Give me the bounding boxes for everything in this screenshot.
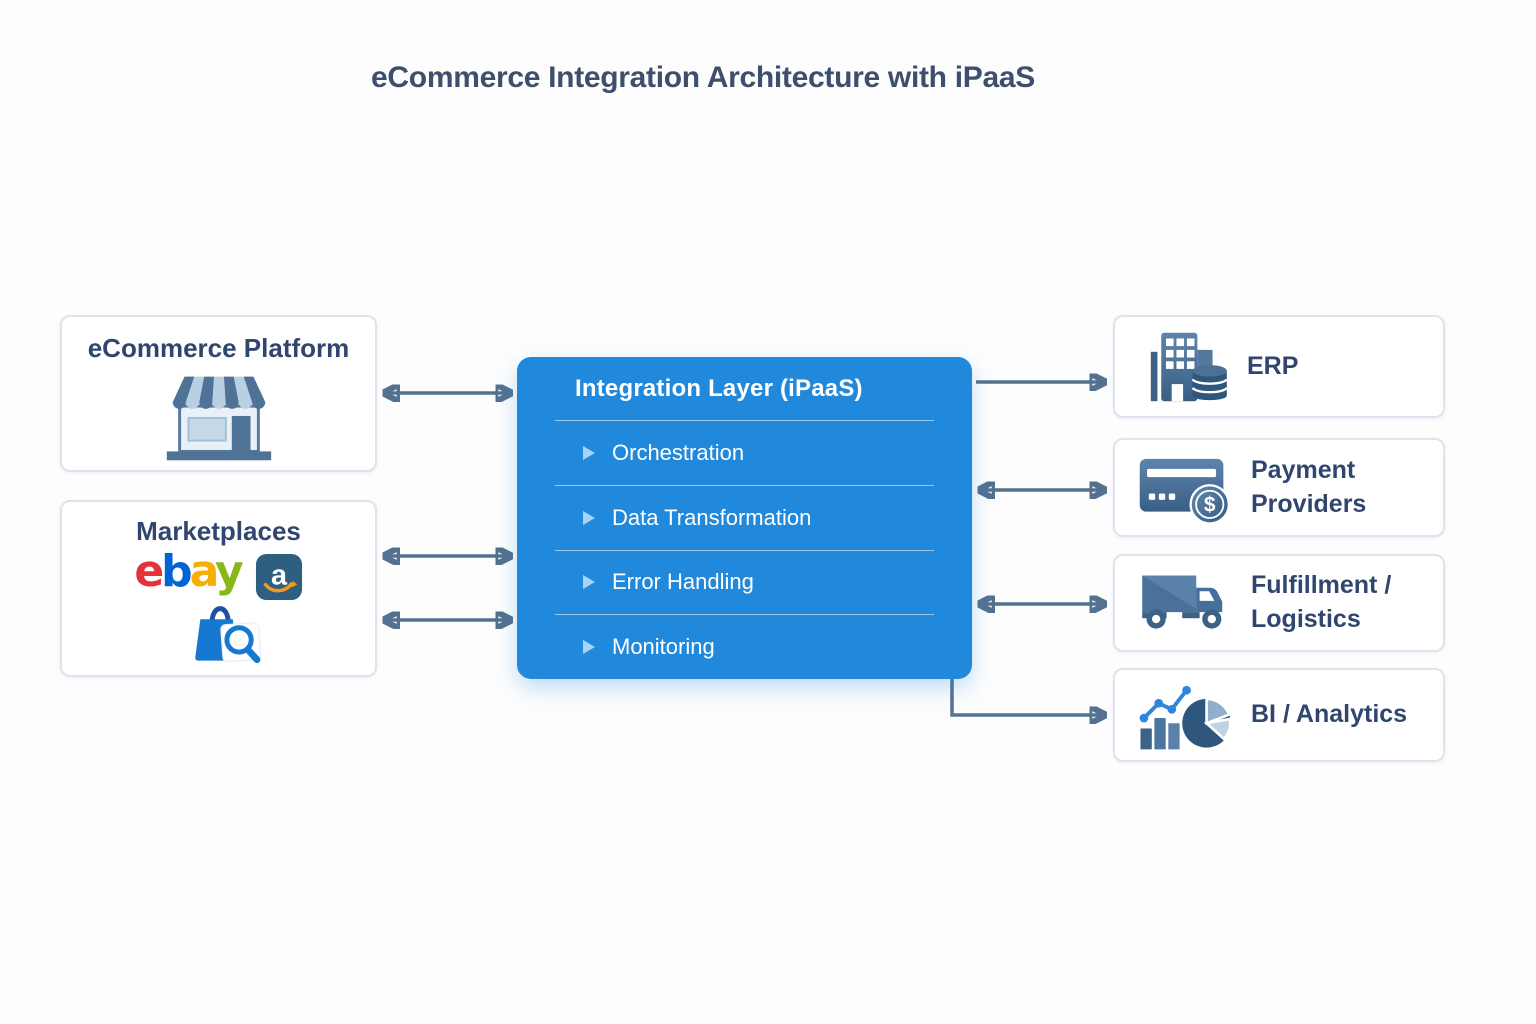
marketplace-logos-row: ebay a	[134, 550, 302, 604]
ipaas-feature-label: Orchestration	[612, 439, 745, 465]
fulfillment-logistics-node: Fulfillment / Logistics	[1113, 554, 1445, 652]
triangle-bullet-icon	[583, 510, 595, 525]
ebay-letter-b: b	[161, 546, 192, 597]
ebay-letter-e: e	[134, 546, 164, 597]
erp-building-database-icon	[1137, 329, 1233, 405]
ipaas-feature-label: Data Transformation	[612, 504, 812, 530]
bi-analytics-label: BI / Analytics	[1251, 700, 1408, 729]
ipaas-feature-orchestration: Orchestration	[555, 420, 934, 485]
triangle-bullet-icon	[583, 575, 595, 590]
storefront-icon	[166, 376, 271, 461]
analytics-chart-icon	[1137, 678, 1237, 752]
credit-card-dollar-icon: $	[1137, 448, 1237, 528]
marketplaces-label: Marketplaces	[136, 516, 301, 546]
shopping-bag-search-icon	[185, 594, 267, 671]
diagram-title: eCommerce Integration Architecture with …	[371, 61, 1035, 94]
fulfillment-logistics-label: Fulfillment / Logistics	[1251, 571, 1392, 633]
bi-analytics-node: BI / Analytics	[1113, 668, 1445, 762]
erp-node: ERP	[1113, 315, 1445, 418]
ipaas-feature-error-handling: Error Handling	[555, 549, 934, 615]
arrow-ipaas-bi	[950, 678, 1105, 715]
dollar-symbol: $	[1204, 493, 1216, 516]
truck-icon	[1137, 570, 1237, 636]
triangle-bullet-icon	[583, 640, 595, 655]
amazon-logo: a	[255, 553, 302, 601]
ecommerce-platform-label: eCommerce Platform	[87, 333, 350, 363]
ipaas-node: Integration Layer (iPaaS) Orchestration …	[517, 357, 972, 679]
payment-providers-node: $ Payment Providers	[1113, 438, 1445, 537]
amazon-letter: a	[271, 560, 288, 592]
ipaas-feature-data-transformation: Data Transformation	[555, 484, 934, 550]
payment-providers-label: Payment Providers	[1251, 455, 1367, 518]
ecommerce-platform-node: eCommerce Platform	[60, 315, 377, 472]
triangle-bullet-icon	[583, 445, 595, 460]
ebay-logo: ebay	[134, 550, 243, 604]
ebay-letter-y: y	[215, 546, 244, 597]
ipaas-feature-label: Error Handling	[612, 569, 754, 595]
marketplaces-node: Marketplaces ebay a	[60, 500, 377, 677]
erp-label: ERP	[1247, 351, 1299, 380]
ipaas-feature-monitoring: Monitoring	[555, 614, 934, 679]
ipaas-feature-label: Monitoring	[612, 634, 715, 660]
ipaas-title: Integration Layer (iPaaS)	[575, 374, 863, 402]
ebay-letter-a: a	[189, 546, 218, 597]
